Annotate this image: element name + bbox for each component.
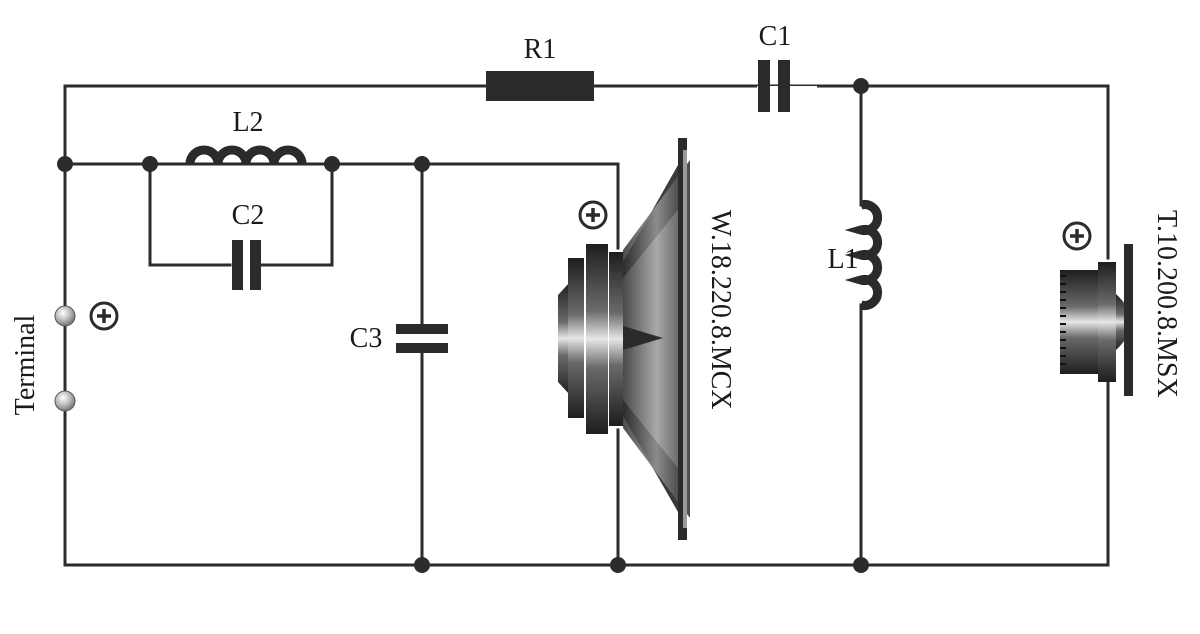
- plus-in-circle-icon: [578, 200, 608, 230]
- inductor-l2: L2: [185, 107, 310, 165]
- label-r1: R1: [524, 34, 557, 65]
- plus-in-circle-icon: [1062, 221, 1092, 251]
- junction-node: [414, 557, 430, 573]
- label-woofer: W.18.220.8.MCX: [705, 210, 736, 410]
- label-l1: L1: [827, 244, 858, 275]
- junction-node: [324, 156, 340, 172]
- capacitor-c2: C2: [232, 200, 265, 290]
- resistor-r1: R1: [486, 34, 594, 101]
- junction-node: [853, 557, 869, 573]
- junction-node: [142, 156, 158, 172]
- junction-node: [853, 78, 869, 94]
- junction-node: [610, 557, 626, 573]
- label-c3: C3: [350, 323, 383, 354]
- inductor-l1: L1: [827, 200, 882, 310]
- label-c2: C2: [232, 200, 265, 231]
- input-terminal: Terminal: [10, 301, 119, 415]
- plus-in-circle-icon: [89, 301, 119, 331]
- junction-nodes: [57, 78, 869, 573]
- capacitor-c3: C3: [350, 323, 448, 354]
- terminal-negative-post: [54, 390, 76, 412]
- junction-node: [414, 156, 430, 172]
- label-l2: L2: [232, 107, 263, 138]
- capacitor-c1: C1: [757, 21, 817, 112]
- terminal-positive-post: [54, 305, 76, 327]
- label-c1: C1: [759, 21, 792, 52]
- woofer-speaker-icon: W.18.220.8.MCX: [558, 138, 736, 540]
- junction-node: [57, 156, 73, 172]
- label-terminal: Terminal: [10, 314, 41, 415]
- tweeter-speaker-icon: T.10.200.8.MSX: [1060, 210, 1182, 398]
- label-tweeter: T.10.200.8.MSX: [1151, 210, 1182, 398]
